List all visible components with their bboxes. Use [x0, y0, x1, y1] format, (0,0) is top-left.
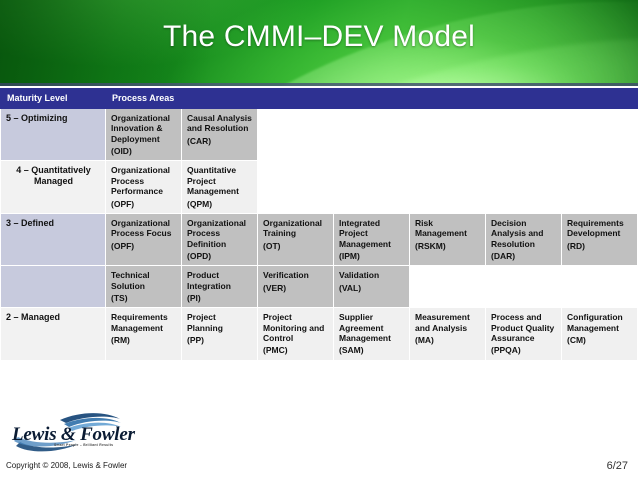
process-area-cell: Validation(VAL) — [333, 265, 410, 309]
process-area-name: Supplier Agreement Management — [339, 312, 391, 344]
cmmi-process-area-table: Maturity Level Process Areas 5 – Optimiz… — [0, 88, 638, 361]
process-area-cell: Technical Solution (TS) — [105, 265, 182, 309]
maturity-level-cell: 5 – Optimizing — [0, 107, 106, 162]
page-number: 6/27 — [606, 460, 628, 472]
process-area-name: Project Planning — [187, 312, 223, 333]
process-area-name: Validation — [339, 270, 380, 281]
logo: Lewis & Fowler Smart People – Brilliant … — [8, 410, 136, 454]
process-area-abbreviation: (OPD) — [187, 250, 212, 261]
process-area-abbreviation: (PP) — [187, 335, 204, 346]
process-area-name: Requirements Management — [111, 312, 168, 333]
process-area-abbreviation: (PI) — [187, 293, 201, 304]
logo-swoosh-icon — [14, 413, 121, 452]
process-area-name: Measurement and Analysis — [415, 312, 470, 333]
process-area-abbreviation: (IPM) — [339, 250, 360, 261]
empty-cell — [257, 160, 638, 214]
process-area-cell: Organizational Process Performance(OPF) — [105, 160, 182, 214]
slide-footer: Lewis & Fowler Smart People – Brilliant … — [0, 402, 638, 478]
process-area-cell: Organizational Training(OT) — [257, 212, 334, 267]
maturity-level-cell: 4 – Quantitatively Managed — [0, 160, 106, 214]
process-area-cell: Requirements Development(RD) — [561, 212, 638, 267]
process-area-abbreviation: (OID) — [111, 146, 132, 157]
process-area-abbreviation: (OT) — [263, 240, 281, 251]
process-area-cell: Configuration Management (CM) — [561, 307, 638, 361]
process-area-abbreviation: (QPM) — [187, 198, 213, 209]
process-area-name: Organizational Innovation & Deployment — [111, 113, 171, 144]
banner-bottom-edge — [0, 83, 638, 86]
process-area-name: Quantitative Project Management — [187, 165, 239, 197]
process-area-name: Causal Analysis and Resolution — [187, 113, 252, 134]
process-area-abbreviation: (SAM) — [339, 345, 364, 356]
maturity-level-cell — [0, 265, 106, 309]
table-header-row: Maturity Level Process Areas — [0, 88, 638, 109]
process-area-cell: Integrated Project Management(IPM) — [333, 212, 410, 267]
process-area-name: Process and Product Quality Assurance — [491, 312, 555, 344]
process-area-name: Product Integration — [187, 270, 231, 291]
process-area-abbreviation: (DAR) — [491, 250, 516, 261]
process-area-abbreviation: (RM) — [111, 335, 130, 346]
process-area-name: Configuration Management — [567, 312, 623, 333]
process-area-cell: Measurement and Analysis (MA) — [409, 307, 486, 361]
slide-title-banner: The CMMI–DEV Model — [0, 0, 638, 86]
empty-cell — [257, 107, 638, 162]
process-area-cell: Organizational Process Focus(OPF) — [105, 212, 182, 267]
process-area-abbreviation: (VER) — [263, 282, 287, 293]
process-area-cell: Organizational Innovation & Deployment (O… — [105, 107, 182, 162]
empty-cell — [409, 265, 638, 309]
process-area-name: Risk Management — [415, 217, 467, 239]
process-area-abbreviation: (RD) — [567, 240, 585, 251]
process-area-cell: Project Monitoring and Control(PMC) — [257, 307, 334, 361]
process-area-abbreviation: (VAL) — [339, 282, 362, 293]
process-area-cell: Supplier Agreement Management(SAM) — [333, 307, 410, 361]
logo-tagline: Smart People – Brilliant Results — [54, 443, 114, 447]
process-area-cell: Causal Analysis and Resolution(CAR) — [181, 107, 258, 162]
banner-shade-left — [0, 0, 210, 86]
process-area-cell: Decision Analysis and Resolution(DAR) — [485, 212, 562, 267]
process-area-cell: Product Integration (PI) — [181, 265, 258, 309]
process-area-abbreviation: (CAR) — [187, 135, 212, 146]
process-area-cell: Organizational Process Definition(OPD) — [181, 212, 258, 267]
process-area-name: Organizational Process Definition — [187, 217, 247, 249]
maturity-level-cell: 2 – Managed — [0, 307, 106, 361]
table-row: Technical Solution (TS) Product Integratio… — [0, 265, 638, 309]
process-area-abbreviation: (PMC) — [263, 345, 288, 356]
process-area-abbreviation: (CM) — [567, 335, 586, 346]
process-area-name: Integrated Project Management — [339, 217, 391, 249]
copyright-notice: Copyright © 2008, Lewis & Fowler — [6, 461, 128, 470]
process-area-name: Verification — [263, 270, 309, 281]
process-area-name: Organizational Process Focus — [111, 217, 172, 239]
process-area-name: Project Monitoring and Control — [263, 312, 325, 344]
process-area-cell: Quantitative Project Management(QPM) — [181, 160, 258, 214]
logo-wordmark: Lewis & Fowler — [12, 424, 135, 445]
process-area-cell: Project Planning (PP) — [181, 307, 258, 361]
process-area-cell: Process and Product Quality Assurance(PP… — [485, 307, 562, 361]
process-area-abbreviation: (RSKM) — [415, 240, 446, 251]
process-area-name: Requirements Development — [567, 217, 624, 239]
process-area-name: Organizational Process Performance — [111, 165, 171, 197]
process-area-name: Organizational Training — [263, 217, 323, 239]
process-area-name: Decision Analysis and Resolution — [491, 217, 544, 249]
process-area-abbreviation: (TS) — [111, 293, 128, 304]
process-area-name: Technical Solution — [111, 270, 150, 291]
page-title: The CMMI–DEV Model — [162, 20, 476, 53]
process-area-cell: Risk Management(RSKM) — [409, 212, 486, 267]
process-area-cell: Verification(VER) — [257, 265, 334, 309]
process-area-abbreviation: (OPF) — [111, 198, 135, 209]
process-area-abbreviation: (OPF) — [111, 240, 135, 251]
column-header-process-areas: Process Areas — [105, 88, 638, 109]
column-header-maturity-level: Maturity Level — [0, 88, 106, 109]
maturity-level-cell: 3 – Defined — [0, 212, 106, 267]
process-area-abbreviation: (PPQA) — [491, 345, 521, 356]
process-area-cell: Requirements Management (RM) — [105, 307, 182, 361]
process-area-abbreviation: (MA) — [415, 335, 434, 346]
